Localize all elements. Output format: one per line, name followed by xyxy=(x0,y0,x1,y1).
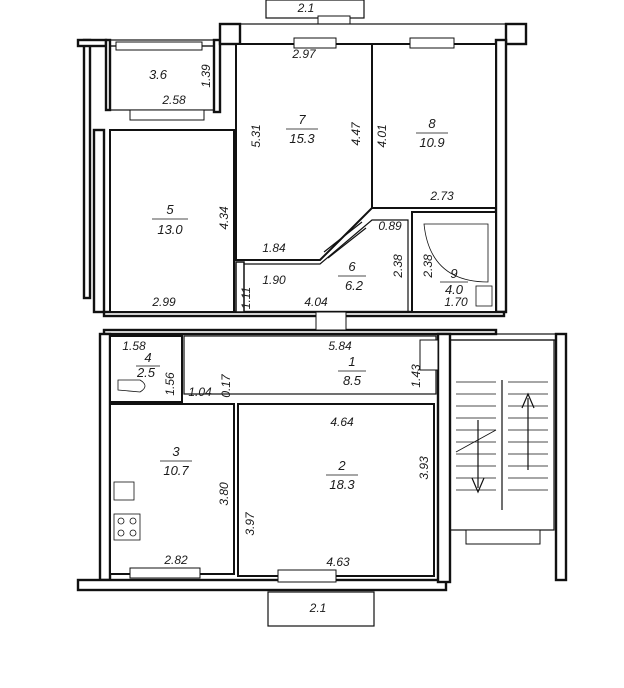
dim-r8-left: 4.01 xyxy=(375,124,389,147)
room-9-area: 4.0 xyxy=(445,282,464,297)
room-6-area: 6.2 xyxy=(345,278,364,293)
room-3-number: 3 xyxy=(172,444,180,459)
dim-r6-left-top: 1.90 xyxy=(262,273,286,287)
top-balcony xyxy=(265,0,365,19)
room-2-window xyxy=(277,569,337,583)
dim-r7-right: 4.47 xyxy=(349,121,363,146)
bottom-balcony xyxy=(267,591,375,627)
room-8-area: 10.9 xyxy=(419,135,444,150)
dim-top-balcony: 2.1 xyxy=(297,1,315,15)
room-5-area: 13.0 xyxy=(157,222,183,237)
room-8-window xyxy=(409,37,455,49)
dim-loggia-bottom: 2.58 xyxy=(161,93,186,107)
dim-r5-bottom: 2.99 xyxy=(151,295,176,309)
dim-r6-left: 1.11 xyxy=(239,287,253,309)
dim-r6-bottom: 4.04 xyxy=(304,295,328,309)
room-3-window xyxy=(129,567,201,579)
dim-r2-right: 3.93 xyxy=(417,456,431,480)
room-8 xyxy=(371,43,497,209)
room-2-area: 18.3 xyxy=(329,477,355,492)
room-7 xyxy=(235,43,373,261)
room-labels: 1 8.5 2 18.3 3 10.7 4 2.5 5 13.0 6 6.2 7… xyxy=(136,67,468,492)
dim-r2-bottom: 4.63 xyxy=(326,555,350,569)
room-7-number: 7 xyxy=(298,112,306,127)
room-7-area: 15.3 xyxy=(289,131,315,146)
room-1-number: 1 xyxy=(348,354,355,369)
dim-r7-left: 5.31 xyxy=(249,124,263,147)
dim-r7-bottom: 1.84 xyxy=(262,241,286,255)
top-balcony-window xyxy=(317,15,351,25)
dim-r1-left-b: 0.17 xyxy=(219,373,233,398)
dimension-labels: 2.1 2.1 2.97 5.31 4.47 1.84 4.01 2.73 1.… xyxy=(122,1,468,615)
loggia-window xyxy=(115,41,203,51)
room-7-window xyxy=(293,37,337,49)
dim-r8-bottom: 2.73 xyxy=(429,189,454,203)
room-9 xyxy=(411,211,497,313)
stove-icon xyxy=(113,513,141,541)
room-3 xyxy=(109,403,235,575)
staircase xyxy=(449,339,555,545)
bathtub-icon xyxy=(423,223,489,283)
room-5 xyxy=(109,129,235,313)
toilet-icon xyxy=(117,379,146,393)
sink-icon xyxy=(475,285,493,307)
room-3-area: 10.7 xyxy=(163,463,189,478)
room-4-number: 4 xyxy=(144,350,151,365)
balcony-area: 3.6 xyxy=(149,67,168,82)
dim-r9-left: 2.38 xyxy=(421,254,435,279)
sink-icon xyxy=(113,481,135,501)
dim-r5-right: 4.34 xyxy=(217,206,231,230)
loggia-door xyxy=(129,109,205,121)
dim-r4-top: 1.58 xyxy=(122,339,146,353)
room-8-number: 8 xyxy=(428,116,436,131)
entrance-door xyxy=(315,311,347,331)
dim-r3-right: 3.80 xyxy=(217,482,231,506)
room-5-number: 5 xyxy=(166,202,174,217)
dim-loggia-side: 1.39 xyxy=(199,64,213,88)
room-4-area: 2.5 xyxy=(136,365,156,380)
dim-r2-left: 3.97 xyxy=(243,511,257,536)
room-2-number: 2 xyxy=(337,458,346,473)
dim-r1-left-a: 1.04 xyxy=(188,385,212,399)
dim-r7-top: 2.97 xyxy=(291,47,317,61)
dim-r2-top: 4.64 xyxy=(330,415,354,429)
room-9-number: 9 xyxy=(450,266,457,281)
dim-bottom-balcony: 2.1 xyxy=(309,601,327,615)
dim-r1-right: 1.43 xyxy=(409,364,423,388)
dim-r6-right: 2.38 xyxy=(391,254,405,279)
dim-r9-bottom: 1.70 xyxy=(444,295,468,309)
room-4 xyxy=(109,335,183,403)
dim-r4-right: 1.56 xyxy=(163,372,177,396)
dim-r6-top: 0.89 xyxy=(378,219,402,233)
entry-door xyxy=(419,339,439,371)
room-1-area: 8.5 xyxy=(343,373,362,388)
dim-r1-top: 5.84 xyxy=(328,339,352,353)
dim-r3-bottom: 2.82 xyxy=(163,553,188,567)
room-6-number: 6 xyxy=(348,259,356,274)
